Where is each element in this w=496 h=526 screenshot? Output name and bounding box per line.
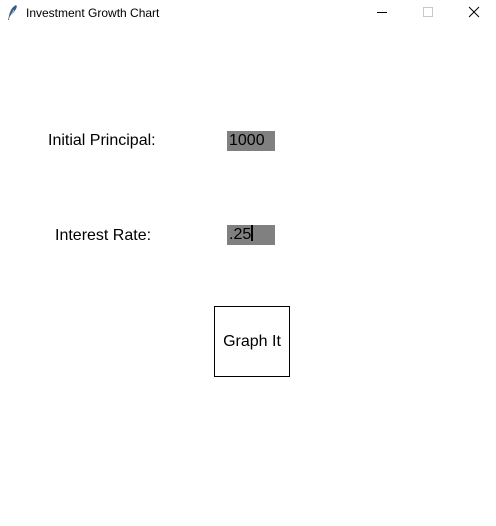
principal-input[interactable]: 1000 xyxy=(227,131,275,151)
maximize-icon xyxy=(423,7,433,17)
principal-label: Initial Principal: xyxy=(48,132,156,149)
interest-rate-input[interactable]: .25 xyxy=(227,225,275,245)
interest-rate-value: .25 xyxy=(229,226,252,243)
maximize-button[interactable] xyxy=(405,0,451,26)
principal-value: 1000 xyxy=(229,132,265,149)
minimize-icon xyxy=(377,12,387,13)
graph-it-button[interactable]: Graph It xyxy=(214,306,290,377)
close-button[interactable] xyxy=(450,0,496,26)
interest-rate-label: Interest Rate: xyxy=(55,227,152,244)
title-bar[interactable]: Investment Growth Chart xyxy=(0,0,496,26)
minimize-button[interactable] xyxy=(358,0,404,26)
window-title: Investment Growth Chart xyxy=(26,6,160,20)
text-caret xyxy=(251,225,254,241)
feather-icon xyxy=(6,4,20,21)
close-icon xyxy=(468,6,480,18)
